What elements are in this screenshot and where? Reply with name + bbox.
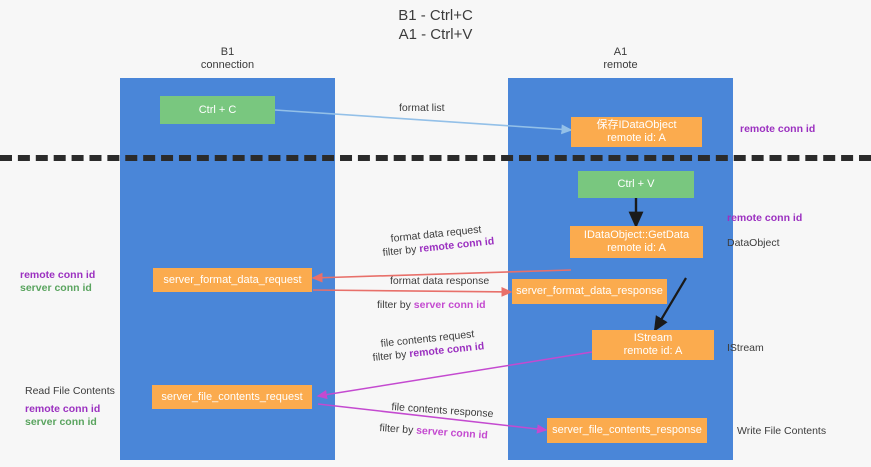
- box-server-file-contents-response[interactable]: server_file_contents_response: [547, 418, 707, 443]
- box-save-idataobject[interactable]: 保存IDataObject remote id: A: [571, 117, 702, 147]
- annotation-write-file-contents: Write File Contents: [737, 425, 827, 437]
- edge-label-file-contents-response: file contents response: [391, 400, 494, 421]
- filter-key-server-conn-id: server conn id: [413, 299, 486, 311]
- box-server-file-contents-request[interactable]: server_file_contents_request: [152, 385, 312, 409]
- box-idataobject-getdata[interactable]: IDataObject::GetData remote id: A: [570, 226, 703, 258]
- box-server-format-data-request[interactable]: server_format_data_request: [153, 268, 312, 292]
- box-server-format-data-response[interactable]: server_format_data_response: [512, 279, 667, 304]
- annotation-read-file-contents: Read File Contents: [25, 385, 115, 397]
- lane-header-b1: B1 connection: [200, 46, 255, 71]
- page-title: B1 - Ctrl+C A1 - Ctrl+V: [398, 7, 473, 43]
- annotation-remote-conn-id-top: remote conn id: [740, 123, 816, 135]
- annotation-left2-remote-conn-id: remote conn id: [25, 403, 101, 415]
- filter-prefix: filter by: [372, 348, 410, 364]
- edge-label-format-list: format list: [399, 102, 445, 114]
- annotation-istream: IStream: [727, 342, 764, 354]
- edge-label-format-data-response-filter: filter by server conn id: [377, 298, 486, 312]
- annotation-left2-server-conn-id: server conn id: [25, 416, 97, 428]
- phase-divider: [0, 155, 871, 161]
- edge-format-data-response: [312, 286, 513, 297]
- filter-prefix: filter by: [379, 421, 417, 437]
- edge-label-file-contents-response-filter: filter by server conn id: [379, 421, 488, 443]
- filter-prefix: filter by: [382, 243, 420, 259]
- annotation-left-server-conn-id: server conn id: [20, 282, 92, 294]
- annotation-dataobject: DataObject: [727, 237, 780, 249]
- filter-key-server-conn-id: server conn id: [415, 424, 489, 442]
- box-ctrl-v[interactable]: Ctrl + V: [578, 171, 694, 198]
- filter-prefix: filter by: [377, 299, 414, 311]
- annotation-remote-conn-id-mid: remote conn id: [727, 212, 803, 224]
- edge-label-format-data-response: format data response: [390, 275, 490, 287]
- box-istream[interactable]: IStream remote id: A: [592, 330, 714, 360]
- annotation-left-remote-conn-id: remote conn id: [20, 269, 96, 281]
- lane-header-a1: A1 remote: [603, 46, 638, 71]
- box-ctrl-c[interactable]: Ctrl + C: [160, 96, 275, 124]
